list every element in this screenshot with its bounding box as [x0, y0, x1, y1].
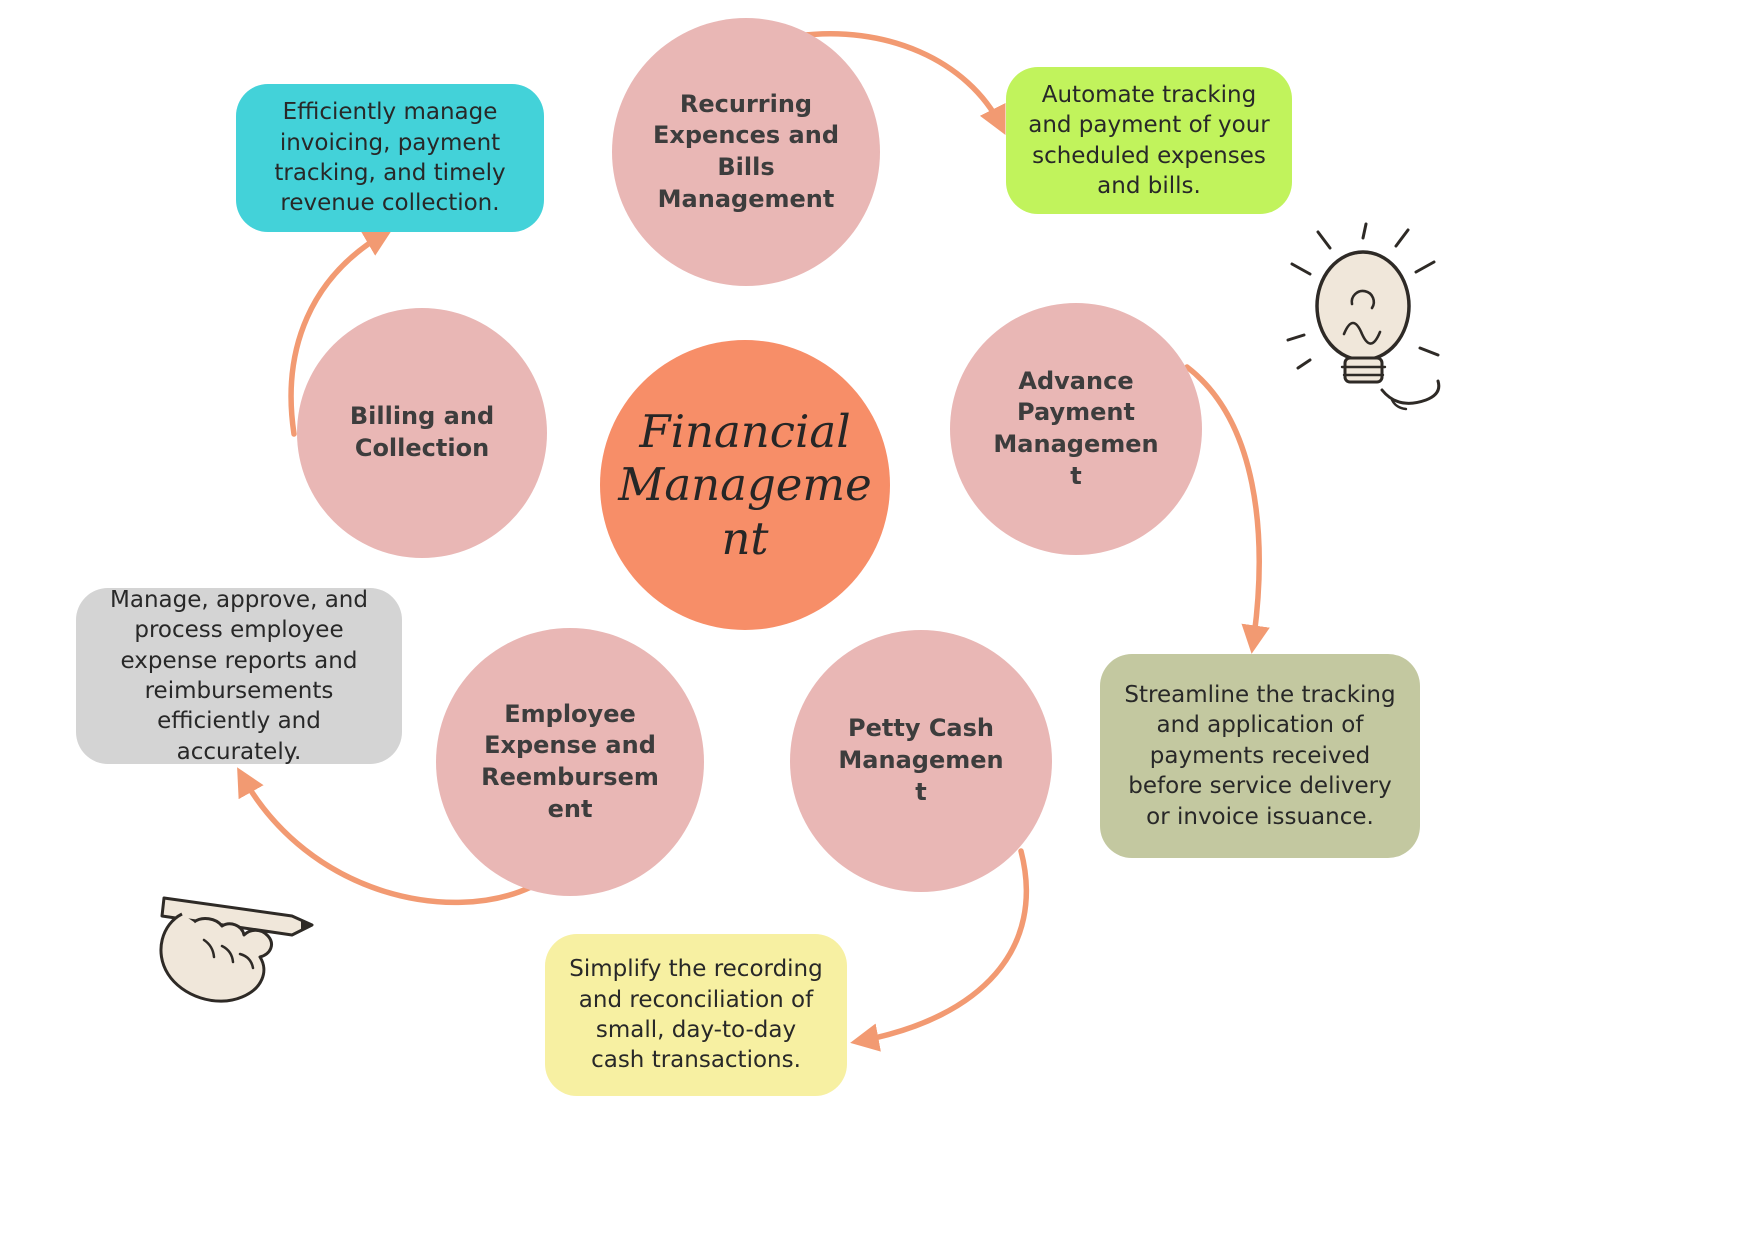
node-petty-cash: Petty Cash Management — [790, 630, 1052, 892]
callout-advance-payment: Streamline the tracking and application … — [1100, 654, 1420, 858]
callout-recurring-expenses-text: Automate tracking and payment of your sc… — [1028, 81, 1270, 199]
callout-advance-payment-text: Streamline the tracking and application … — [1124, 682, 1396, 830]
lightbulb-icon — [1286, 222, 1441, 411]
node-financial-management: Financial Management — [600, 340, 890, 630]
node-billing-collection-label: Billing and Collection — [349, 402, 495, 462]
callout-recurring-expenses: Automate tracking and payment of your sc… — [1006, 67, 1292, 214]
node-billing-collection: Billing and Collection — [297, 308, 547, 558]
callout-employee-expense-text: Manage, approve, and process employee ex… — [110, 586, 368, 765]
node-recurring-expenses: Recurring Expences and Bills Management — [612, 18, 880, 286]
node-advance-payment-label: Advance Payment Management — [993, 366, 1159, 490]
callout-petty-cash-text: Simplify the recording and reconciliatio… — [569, 956, 823, 1074]
node-employee-expense: Employee Expense and Reembursement — [436, 628, 704, 896]
node-recurring-expenses-label: Recurring Expences and Bills Management — [652, 89, 840, 213]
hand-writing-icon — [159, 896, 314, 1003]
callout-employee-expense: Manage, approve, and process employee ex… — [76, 586, 402, 765]
callout-petty-cash: Simplify the recording and reconciliatio… — [545, 934, 847, 1096]
callout-billing-collection: Efficiently manage invoicing, payment tr… — [236, 84, 544, 232]
node-employee-expense-label: Employee Expense and Reembursement — [481, 699, 659, 823]
node-advance-payment: Advance Payment Management — [950, 303, 1202, 555]
callout-billing-collection-text: Efficiently manage invoicing, payment tr… — [274, 99, 506, 217]
node-petty-cash-label: Petty Cash Management — [838, 714, 1004, 806]
node-financial-management-label: Financial Management — [618, 405, 872, 565]
